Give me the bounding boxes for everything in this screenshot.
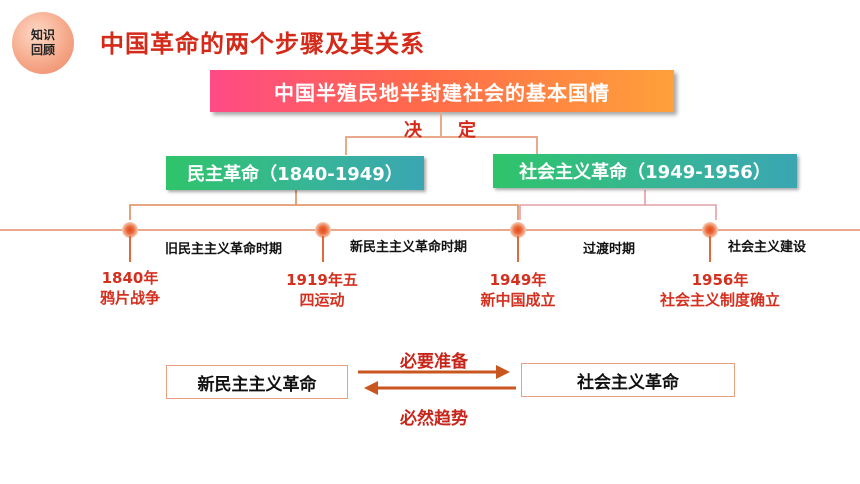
democratic-bracket <box>129 204 519 220</box>
badge-line-1: 知识 <box>30 28 55 42</box>
event-1949-year: 1949年 <box>489 271 547 289</box>
democratic-revolution-box: 民主革命（1840-1949） <box>166 156 424 190</box>
necessary-preparation-label: 必要准备 <box>400 352 468 372</box>
event-1949-name: 新中国成立 <box>480 291 556 309</box>
event-1840-name: 鸦片战争 <box>99 289 160 307</box>
marker-1956 <box>702 222 718 262</box>
timeline-axis <box>0 229 860 231</box>
inevitable-trend-label: 必然趋势 <box>400 409 468 429</box>
decide-char-1: 决 <box>404 120 422 141</box>
period-socialist-construction: 社会主义建设 <box>728 240 807 255</box>
arrow-right <box>358 365 510 379</box>
event-1919-year: 1919年五 <box>286 271 358 289</box>
period-transition: 过渡时期 <box>583 242 636 257</box>
event-1919: 1919年五 四运动 <box>272 270 372 310</box>
socialist-revolution-box: 社会主义革命（1949-1956） <box>493 154 797 188</box>
basic-national-condition-box: 中国半殖民地半封建社会的基本国情 <box>210 70 674 112</box>
socialist-revolution-relation-box: 社会主义革命 <box>521 363 735 397</box>
period-new-democratic: 新民主主义革命时期 <box>350 240 468 255</box>
period-old-democratic: 旧民主主义革命时期 <box>165 242 283 257</box>
event-1956-name: 社会主义制度确立 <box>659 291 780 309</box>
page-title: 中国革命的两个步骤及其关系 <box>100 30 425 58</box>
socialist-bracket <box>519 204 717 220</box>
new-democratic-revolution-box: 新民主主义革命 <box>166 365 348 399</box>
arrow-left <box>364 381 516 395</box>
decide-char-2: 定 <box>458 120 476 141</box>
knowledge-review-badge: 知识 回顾 <box>12 12 74 74</box>
event-1956-year: 1956年 <box>691 271 749 289</box>
event-1919-name: 四运动 <box>299 291 345 309</box>
event-1949: 1949年 新中国成立 <box>458 270 578 310</box>
event-1840: 1840年 鸦片战争 <box>80 268 180 308</box>
badge-line-2: 回顾 <box>30 43 55 57</box>
marker-1840 <box>122 222 138 262</box>
event-1956: 1956年 社会主义制度确立 <box>640 270 800 310</box>
marker-1949 <box>510 222 526 262</box>
marker-1919 <box>315 222 331 262</box>
event-1840-year: 1840年 <box>101 269 159 287</box>
